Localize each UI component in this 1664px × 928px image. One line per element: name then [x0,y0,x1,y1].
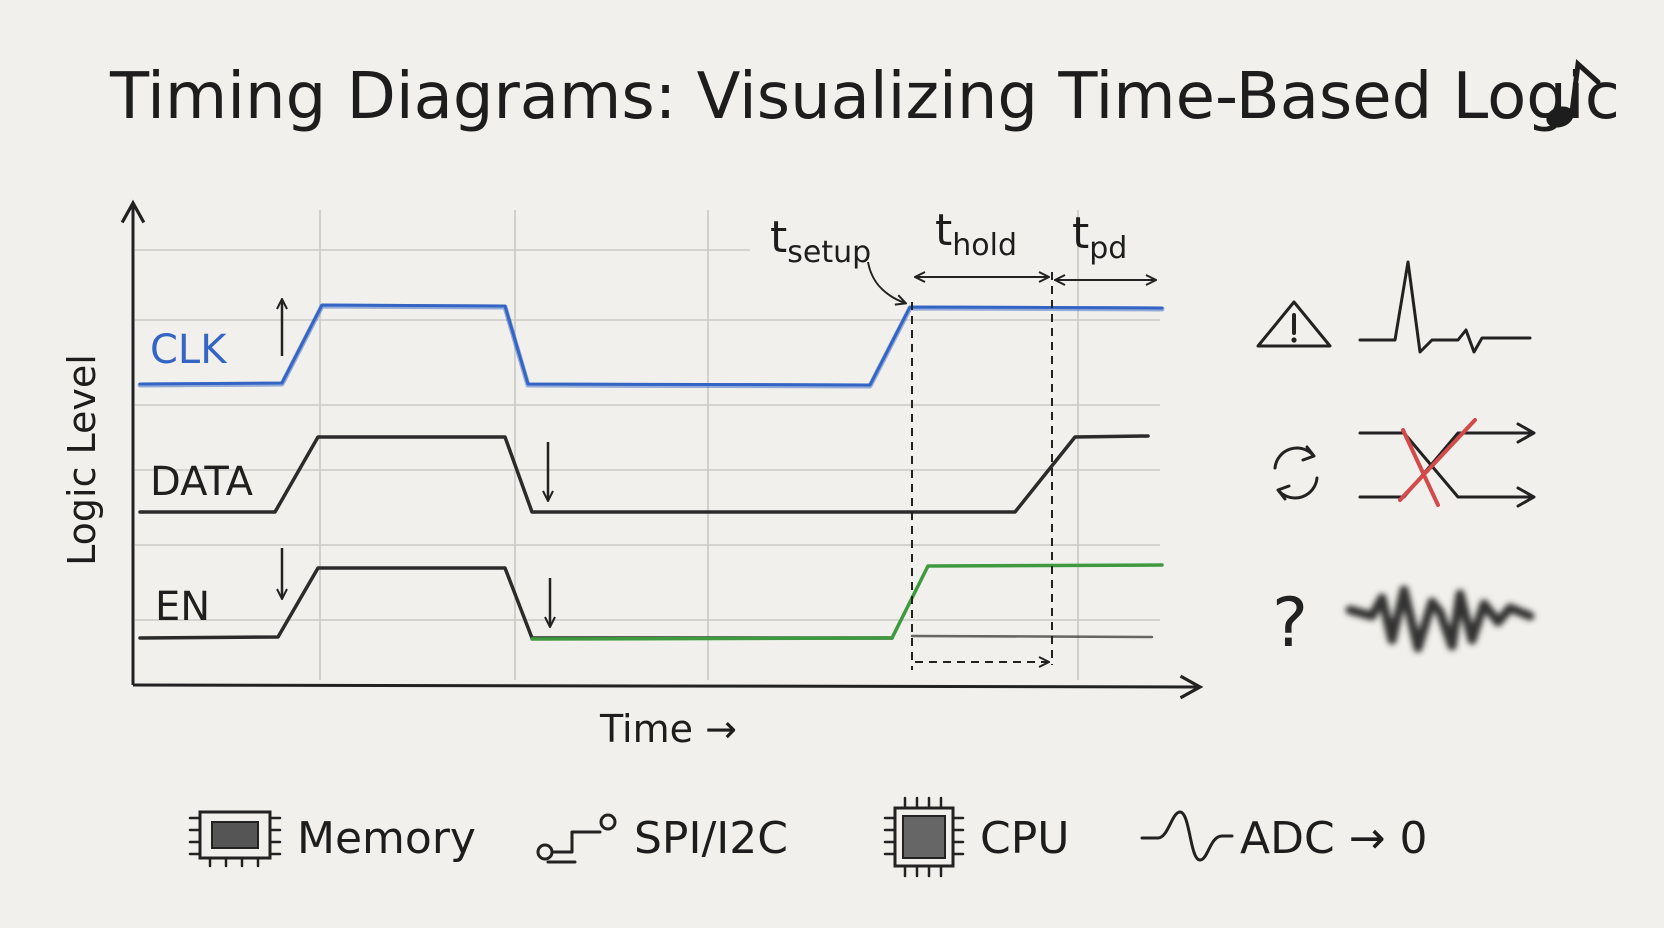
t-hold-label: thold [935,205,1017,263]
y-axis-label: Logic Level [60,354,104,566]
data-waveform [138,434,1150,514]
timing-dimension-arrows [867,261,1155,303]
legend-memory-label: Memory [297,813,476,864]
t-setup-label: tsetup [770,212,871,270]
cpu-chip-icon [883,796,965,878]
t-pd-label: tpd [1072,208,1127,266]
bus-connector-icon [536,813,617,864]
noise-wave-icon [1345,585,1535,653]
crossed-signals-icon [1358,418,1536,508]
clk-label: CLK [150,327,228,373]
legend-spi-label: SPI/I2C [634,813,788,864]
music-note-icon [1546,58,1601,128]
en-waveform [138,563,1164,641]
memory-chip-icon [188,810,282,868]
page-title: Timing Diagrams: Visualizing Time-Based … [109,60,1620,134]
data-label: DATA [150,459,254,505]
x-axis [132,674,1204,700]
legend-adc-label: ADC → 0 [1240,813,1428,864]
question-icon: ? [1272,584,1308,663]
warning-icon [1256,300,1332,348]
legend-cpu-label: CPU [980,813,1069,864]
analog-wave-icon [1140,810,1234,862]
timing-markers [911,272,1053,670]
cycle-arrows-icon [1273,445,1319,501]
chart-grid [135,210,1160,680]
x-axis-label: Time → [599,707,737,751]
clk-waveform [137,303,1165,389]
glitch-pulse-icon [1358,260,1532,354]
en-label: EN [155,584,210,630]
